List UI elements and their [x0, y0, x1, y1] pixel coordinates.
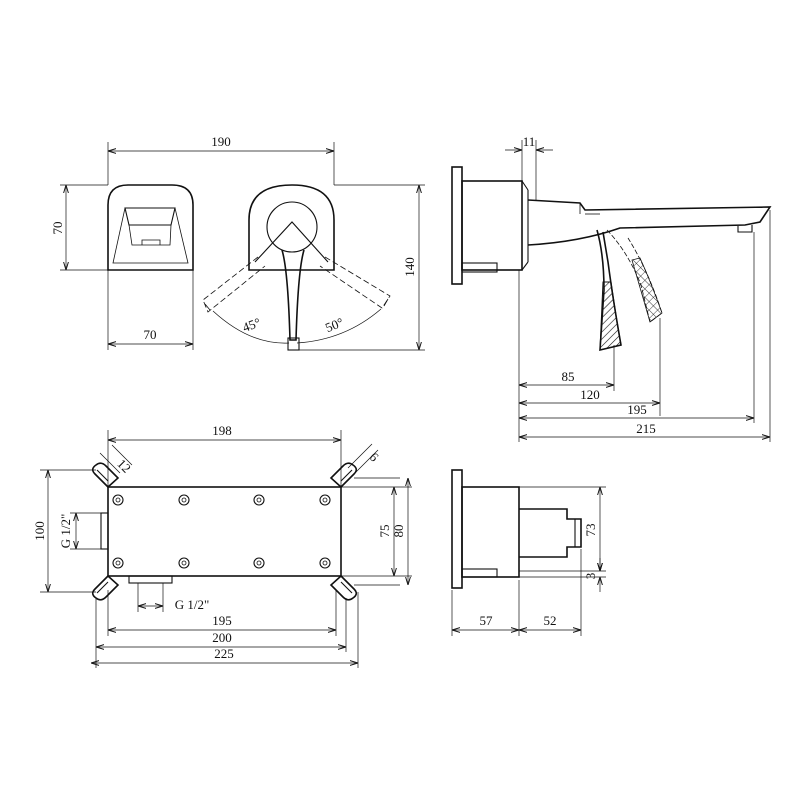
dim-handle-width: 70 — [144, 327, 157, 342]
dim-slot-12: 12 — [114, 456, 134, 476]
lever-plate — [202, 184, 391, 351]
angle-left-label: 45° — [240, 315, 262, 335]
dim-body-3: 3 — [583, 573, 598, 580]
dim-slot-6: 6 — [367, 449, 383, 465]
dim-box-200: 200 — [212, 630, 232, 645]
screw-holes — [112, 494, 331, 569]
dim-box-80: 80 — [391, 525, 406, 538]
mounting-box-side: 73 3 57 52 — [451, 469, 606, 636]
mounting-box-front: 198 12 6 100 G 1/2" 75 80 G 1/2" — [32, 423, 412, 668]
front-view: 190 70 70 140 45° 50° — [50, 134, 425, 351]
dim-body-73: 73 — [583, 524, 598, 537]
dim-spout-195: 195 — [627, 402, 647, 417]
dim-spout-120: 120 — [580, 387, 600, 402]
dim-body-52: 52 — [544, 613, 557, 628]
dim-box-198: 198 — [212, 423, 232, 438]
dim-box-75: 75 — [377, 525, 392, 538]
dim-box-100: 100 — [32, 521, 47, 541]
dim-spout-215: 215 — [636, 421, 656, 436]
thread-left-label: G 1/2" — [58, 514, 73, 549]
dim-total-height: 140 — [402, 257, 417, 277]
mounting-lugs — [91, 462, 358, 601]
dim-box-195: 195 — [212, 613, 232, 628]
handle-cover-plate — [107, 184, 194, 271]
dim-handle-height: 70 — [50, 222, 65, 235]
dim-side-flange: 11 — [523, 134, 536, 149]
angle-right-label: 50° — [323, 314, 345, 335]
dim-box-225: 225 — [214, 646, 234, 661]
dim-front-width: 190 — [211, 134, 231, 149]
dim-body-57: 57 — [480, 613, 494, 628]
side-view: 11 85 120 195 215 — [451, 134, 772, 442]
thread-bottom-label: G 1/2" — [175, 597, 210, 612]
dim-spout-85: 85 — [562, 369, 575, 384]
